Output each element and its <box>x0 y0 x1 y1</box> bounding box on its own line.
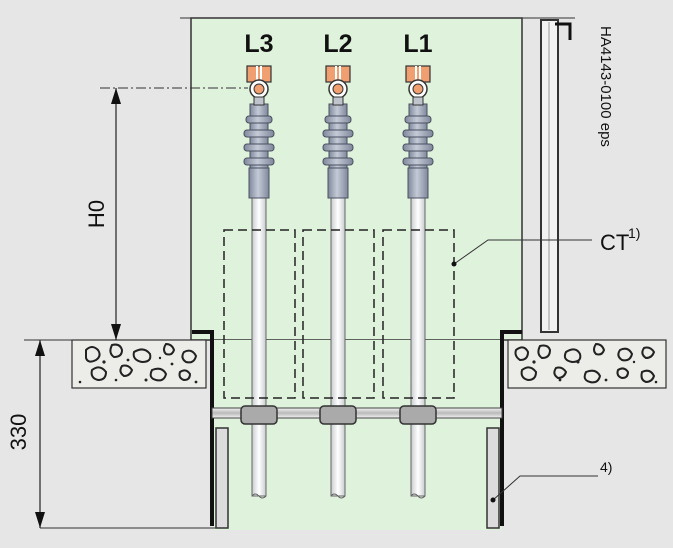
cable-clamp-l1 <box>399 405 437 425</box>
current-transformer-l3 <box>223 229 296 399</box>
panel-compartment <box>190 17 523 341</box>
ct-footnote: 1) <box>628 225 640 241</box>
cable-break-l3 <box>251 493 267 499</box>
terminal-lug-l3 <box>246 65 272 106</box>
clamps-group <box>240 405 437 425</box>
ct-callout: CT 1) <box>451 225 640 267</box>
cable-break-l2 <box>330 493 346 499</box>
cable-l3 <box>251 195 267 497</box>
floor-slab-left <box>71 339 207 389</box>
dimension-330-label: 330 <box>6 414 31 451</box>
current-transformers <box>223 229 455 399</box>
current-transformer-l1 <box>382 229 455 399</box>
cable-clamp-rail <box>211 407 503 419</box>
cable-break-l1 <box>410 493 426 499</box>
insulator-l3 <box>243 103 275 199</box>
phase-label-l2: L2 <box>323 30 352 58</box>
cable-l1 <box>410 195 426 497</box>
phase-labels: L3 L2 L1 <box>244 30 432 58</box>
drawing-id: HA4143-0100 eps <box>597 26 614 147</box>
floor-slab-right <box>507 339 667 389</box>
cable-l2 <box>330 195 346 497</box>
phase-label-l1: L1 <box>403 30 432 58</box>
current-transformer-l2 <box>302 229 375 399</box>
ct-label: CT <box>600 230 629 255</box>
terminal-lug-l1 <box>405 65 431 106</box>
cable-clamp-l3 <box>240 405 278 425</box>
phase-label-l3: L3 <box>244 30 273 58</box>
note-4-callout: 4) <box>490 459 612 503</box>
side-rail <box>540 19 572 333</box>
cable-clamp-l2 <box>319 405 357 425</box>
insulator-l1 <box>402 103 434 199</box>
dimension-h0: H0 <box>84 87 248 340</box>
dimension-330: 330 <box>6 339 72 528</box>
dimension-h0-label: H0 <box>84 200 109 228</box>
insulator-l2 <box>322 103 354 199</box>
note-4-label: 4) <box>600 459 612 475</box>
terminal-lug-l2 <box>325 65 351 106</box>
pit-frame-right <box>486 330 522 529</box>
